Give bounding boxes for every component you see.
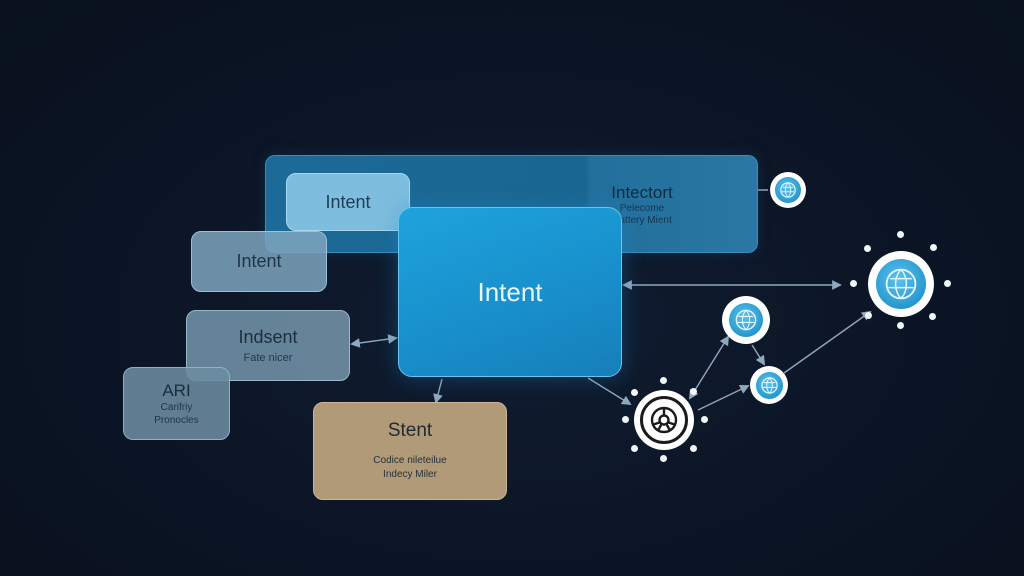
node-2-spoke xyxy=(864,245,871,252)
node-2-spoke xyxy=(865,312,872,319)
node-4 xyxy=(750,366,788,404)
node-5-spoke xyxy=(690,388,697,395)
globe-icon xyxy=(755,371,783,399)
node-5-spoke xyxy=(631,445,638,452)
panel-intectort-sub-2: Cattery Mient xyxy=(612,215,672,226)
connector-indsent-to-main xyxy=(350,334,398,348)
box-intent-main-title: Intent xyxy=(477,276,543,307)
box-stent: Stent Codice nileteilue Indecy Miler xyxy=(313,402,507,500)
node-5-spoke xyxy=(622,416,629,423)
globe-icon xyxy=(775,177,801,203)
box-intent-left-title: Intent xyxy=(236,251,282,271)
node-5 xyxy=(634,390,694,450)
box-indsent-title: Indsent xyxy=(238,326,298,347)
box-ari-sub-2: Pronocles xyxy=(154,414,199,426)
panel-intectort: Intectort Pelecome Cattery Mient xyxy=(265,155,758,253)
node-5-spoke xyxy=(660,377,667,384)
box-ari-sub-1: Carifriy xyxy=(160,401,193,413)
node-2-spoke xyxy=(850,280,857,287)
connector-node-4-to-node-2 xyxy=(783,310,872,374)
node-2-spoke xyxy=(897,231,904,238)
panel-intectort-title: Intectort xyxy=(611,183,673,202)
box-indsent-sub: Fate nicer xyxy=(243,351,293,364)
connector-main-to-stent xyxy=(433,378,443,404)
panel-intectort-sub-1: Pelecome xyxy=(619,203,665,214)
node-2-spoke xyxy=(929,313,936,320)
box-ari: ARI Carifriy Pronocles xyxy=(123,367,230,440)
wheel-icon xyxy=(640,396,688,444)
node-2 xyxy=(868,251,934,317)
box-stent-sub-2: Indecy Miler xyxy=(383,469,437,480)
node-2-spoke xyxy=(897,322,904,329)
globe-icon xyxy=(876,259,926,309)
node-2-spoke xyxy=(944,280,951,287)
node-5-spoke xyxy=(631,389,638,396)
connector-main-to-node-5 xyxy=(587,377,632,406)
globe-icon xyxy=(729,303,763,337)
box-intent-left: Intent xyxy=(191,231,327,292)
connector-node-3-to-node-4 xyxy=(751,344,766,366)
box-ari-title: ARI xyxy=(162,380,191,400)
box-stent-title: Stent xyxy=(387,420,433,441)
node-5-spoke xyxy=(701,416,708,423)
node-5-spoke xyxy=(660,455,667,462)
box-stent-sub-1: Codice nileteilue xyxy=(373,455,447,466)
node-1 xyxy=(770,172,806,208)
connector-node-5-to-node-4 xyxy=(697,384,750,411)
node-5-spoke xyxy=(690,445,697,452)
node-2-spoke xyxy=(930,244,937,251)
box-intent-main: Intent xyxy=(398,207,622,377)
box-intent-top-title: Intent xyxy=(325,191,371,212)
box-intent-top: Intent xyxy=(286,173,410,231)
node-3 xyxy=(722,296,770,344)
